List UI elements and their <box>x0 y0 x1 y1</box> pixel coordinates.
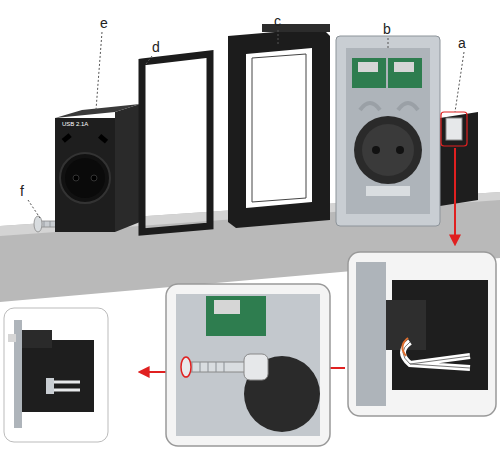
detail-arrow <box>454 148 456 244</box>
part-letter: a <box>458 36 466 50</box>
detail-inset <box>348 252 496 416</box>
part-letter: b <box>383 22 391 36</box>
mounting-claw <box>441 112 467 146</box>
step-arrow <box>140 371 166 373</box>
result-view <box>4 308 108 442</box>
rating-text: USB 2.1A <box>62 121 88 127</box>
cover-frame <box>228 24 330 228</box>
part-letter: c <box>274 14 281 28</box>
socket-body <box>336 36 478 226</box>
part-letter: f <box>20 184 24 198</box>
detail-inset <box>166 284 330 446</box>
leader-lines <box>28 30 464 218</box>
socket-insert <box>55 104 140 232</box>
inner-frame <box>142 54 210 232</box>
part-letter: e <box>100 16 108 30</box>
part-letter: d <box>152 40 160 54</box>
